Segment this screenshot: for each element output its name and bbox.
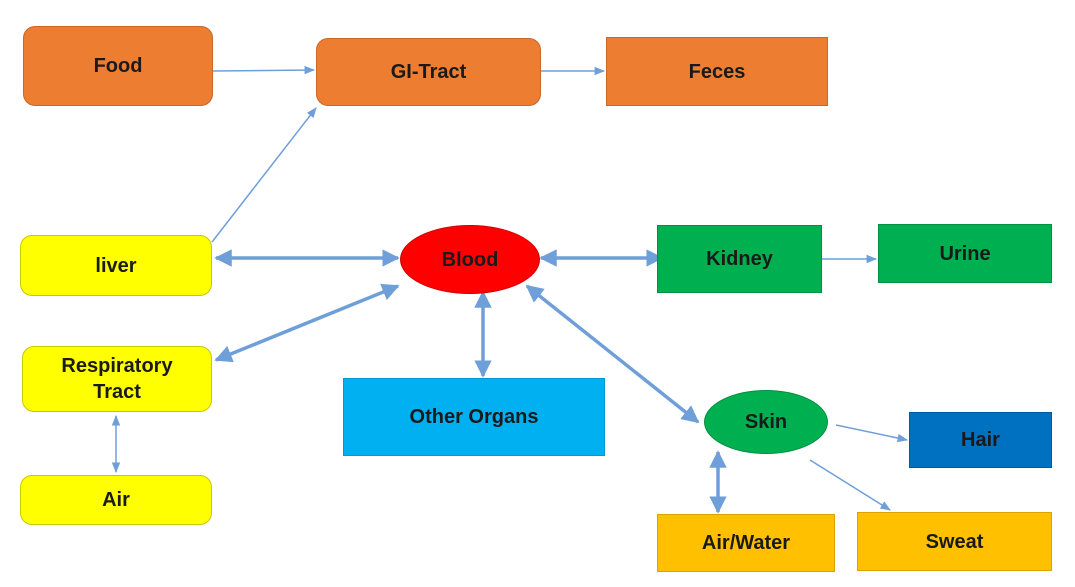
node-gi-tract: GI-Tract — [316, 38, 541, 106]
node-hair: Hair — [909, 412, 1052, 468]
node-liver-label: liver — [95, 254, 137, 277]
node-food: Food — [23, 26, 213, 106]
node-other-organs: Other Organs — [343, 378, 605, 456]
node-air-label: Air — [102, 489, 130, 511]
node-urine-label: Urine — [939, 242, 991, 265]
arrow-skin-to-hair — [835, 424, 909, 443]
node-liver: liver — [20, 235, 212, 296]
node-respiratory-tract: Respiratory Tract — [22, 346, 212, 412]
arrow-blood-respiratory — [214, 283, 400, 363]
arrow-food-to-gi-tract — [212, 65, 316, 75]
node-food-label: Food — [93, 55, 143, 77]
node-sweat-label: Sweat — [925, 530, 984, 553]
node-respiratory-tract-label: Respiratory Tract — [61, 355, 173, 403]
arrow-blood-skin — [525, 284, 700, 424]
node-air: Air — [20, 475, 212, 525]
arrow-skin-to-sweat — [809, 459, 891, 511]
node-skin: Skin — [704, 390, 828, 454]
node-urine: Urine — [878, 224, 1052, 283]
node-hair-label: Hair — [961, 429, 1000, 451]
node-feces: Feces — [606, 37, 828, 106]
node-blood: Blood — [400, 225, 540, 294]
node-kidney-label: Kidney — [706, 248, 773, 270]
node-feces-label: Feces — [688, 60, 746, 83]
node-air-water-label: Air/Water — [701, 532, 791, 554]
node-skin-label: Skin — [744, 411, 788, 433]
node-sweat: Sweat — [857, 512, 1052, 571]
node-other-organs-label: Other Organs — [409, 406, 539, 428]
node-gi-tract-label: GI-Tract — [390, 61, 467, 83]
node-kidney: Kidney — [657, 225, 822, 293]
arrow-liver-to-gi-tract — [211, 107, 317, 243]
node-air-water: Air/Water — [657, 514, 835, 572]
node-blood-label: Blood — [441, 248, 499, 271]
